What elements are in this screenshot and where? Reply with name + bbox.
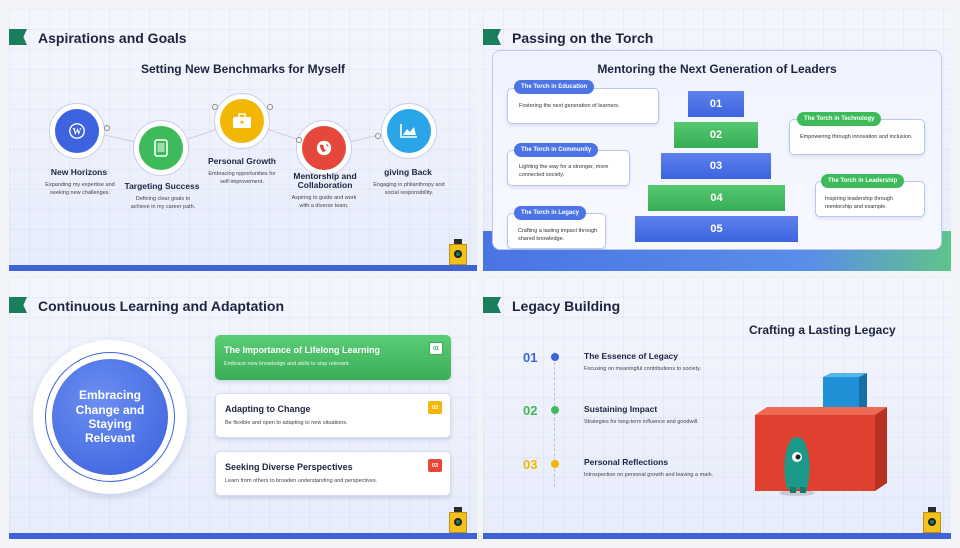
learning-card-2: Adapting to Change Be flexible and open … bbox=[215, 393, 451, 438]
goal-title: New Horizons bbox=[50, 167, 108, 177]
globe-icon bbox=[302, 126, 346, 170]
chart-icon bbox=[387, 109, 431, 153]
goal-desc: Defining clear goals to achieve in my ca… bbox=[130, 196, 196, 210]
item-number: 03 bbox=[523, 457, 538, 472]
item-desc: Focusing on meaningful contributions to … bbox=[584, 366, 701, 372]
connector-dot bbox=[267, 104, 273, 110]
circle-text: Embracing Change and Staying Relevant bbox=[75, 388, 145, 446]
goal-title: Personal Growth bbox=[207, 156, 276, 166]
goal-circle-giving-back bbox=[381, 103, 437, 159]
item-title: The Essence of Legacy bbox=[584, 351, 679, 361]
step-01: 01 bbox=[688, 91, 744, 117]
bottom-bar bbox=[483, 533, 951, 539]
card-desc: Fostering the next generation of learner… bbox=[519, 103, 620, 109]
briefcase-logo bbox=[449, 239, 467, 265]
card-number: 01 bbox=[429, 342, 443, 355]
card-label: The Torch in Community bbox=[514, 143, 599, 157]
item-desc: Introspection on personal growth and lea… bbox=[584, 472, 714, 478]
learning-card-1: The Importance of Lifelong Learning Embr… bbox=[215, 335, 451, 380]
circle-ring bbox=[45, 352, 175, 482]
card-label: The Torch in Technology bbox=[797, 112, 882, 126]
goal-circle-targeting-success bbox=[133, 120, 189, 176]
timeline-dot bbox=[551, 353, 559, 361]
card-desc: Lighting the way for a stronger, more co… bbox=[519, 164, 609, 178]
connector-dot bbox=[296, 137, 302, 143]
blocks-illustration bbox=[755, 373, 887, 496]
torch-card-education: Fostering the next generation of learner… bbox=[507, 88, 659, 124]
goal-title: Mentorship and Collaboration bbox=[293, 171, 357, 191]
flag-icon bbox=[483, 297, 501, 313]
timeline-dot bbox=[551, 460, 559, 468]
briefcase-logo bbox=[449, 507, 467, 533]
item-number: 02 bbox=[523, 403, 538, 418]
step-02: 02 bbox=[674, 122, 758, 148]
slide-subtitle: Setting New Benchmarks for Myself bbox=[140, 62, 346, 76]
goal-circle-mentorship bbox=[296, 120, 352, 176]
step-04: 04 bbox=[648, 185, 785, 211]
slide-subtitle: Mentoring the Next Generation of Leaders bbox=[597, 62, 837, 76]
card-desc: Learn from others to broaden understandi… bbox=[225, 478, 378, 484]
timeline-line bbox=[554, 352, 555, 487]
slide-legacy-building[interactable]: Legacy Building Crafting a Lasting Legac… bbox=[483, 277, 951, 539]
card-desc: Inspiring leadership through mentorship … bbox=[825, 196, 893, 210]
briefcase-icon bbox=[220, 99, 264, 143]
card-title: Adapting to Change bbox=[225, 404, 311, 414]
svg-text:W: W bbox=[73, 127, 82, 137]
goal-desc: Engaging in philanthropy and social resp… bbox=[373, 182, 445, 196]
card-title: Seeking Diverse Perspectives bbox=[225, 462, 353, 472]
connector-dot bbox=[104, 125, 110, 131]
bottom-bar bbox=[9, 265, 477, 271]
connector-dot bbox=[212, 104, 218, 110]
item-number: 01 bbox=[523, 350, 538, 365]
slide-title: Legacy Building bbox=[512, 298, 621, 314]
goal-desc: Aspiring to guide and work with a divers… bbox=[291, 195, 357, 209]
timeline-dot bbox=[551, 406, 559, 414]
slide-title: Aspirations and Goals bbox=[38, 30, 187, 46]
card-label: The Torch in Education bbox=[514, 80, 595, 94]
card-number: 02 bbox=[428, 401, 442, 414]
card-desc: Crafting a lasting impact through shared… bbox=[518, 228, 598, 242]
item-title: Personal Reflections bbox=[584, 457, 669, 467]
goal-title: Targeting Success bbox=[124, 181, 200, 191]
slide-continuous-learning[interactable]: Continuous Learning and Adaptation Embra… bbox=[9, 277, 477, 539]
connector-dot bbox=[375, 133, 381, 139]
card-label: The Torch in Legacy bbox=[514, 206, 586, 220]
card-desc: Embrace new knowledge and skills to stay… bbox=[224, 361, 350, 367]
tablet-icon bbox=[139, 126, 183, 170]
goal-desc: Embracing opportunities for self-improve… bbox=[208, 171, 276, 185]
bottom-bar bbox=[9, 533, 477, 539]
goal-circle-new-horizons: W bbox=[49, 103, 105, 159]
slide-title: Continuous Learning and Adaptation bbox=[38, 298, 285, 314]
step-03: 03 bbox=[661, 153, 771, 179]
learning-card-3: Seeking Diverse Perspectives Learn from … bbox=[215, 451, 451, 496]
item-desc: Strategies for long-term influence and g… bbox=[584, 419, 699, 425]
flag-icon bbox=[483, 29, 501, 45]
card-title: The Importance of Lifelong Learning bbox=[224, 345, 381, 355]
slide-subtitle: Crafting a Lasting Legacy bbox=[749, 323, 896, 337]
wordpress-icon: W bbox=[55, 109, 99, 153]
card-number: 03 bbox=[428, 459, 442, 472]
slide-aspirations[interactable]: Aspirations and Goals Setting New Benchm… bbox=[9, 9, 477, 271]
flag-icon bbox=[9, 297, 27, 313]
card-desc: Be flexible and open to adapting to new … bbox=[225, 420, 348, 426]
card-desc: Empowering through innovation and inclus… bbox=[800, 134, 913, 140]
slide-title: Passing on the Torch bbox=[512, 30, 654, 46]
goal-title: giving Back bbox=[384, 167, 432, 177]
goal-desc: Expanding my expertise and seeking new c… bbox=[45, 182, 115, 196]
slide-passing-torch[interactable]: Passing on the Torch Mentoring the Next … bbox=[483, 9, 951, 271]
item-title: Sustaining Impact bbox=[584, 404, 658, 414]
card-label: The Torch in Leadership bbox=[821, 174, 905, 188]
center-circle: Embracing Change and Staying Relevant bbox=[52, 359, 168, 475]
step-05: 05 bbox=[635, 216, 798, 242]
flag-icon bbox=[9, 29, 27, 45]
briefcase-logo bbox=[923, 507, 941, 533]
goal-circle-personal-growth bbox=[214, 93, 270, 149]
